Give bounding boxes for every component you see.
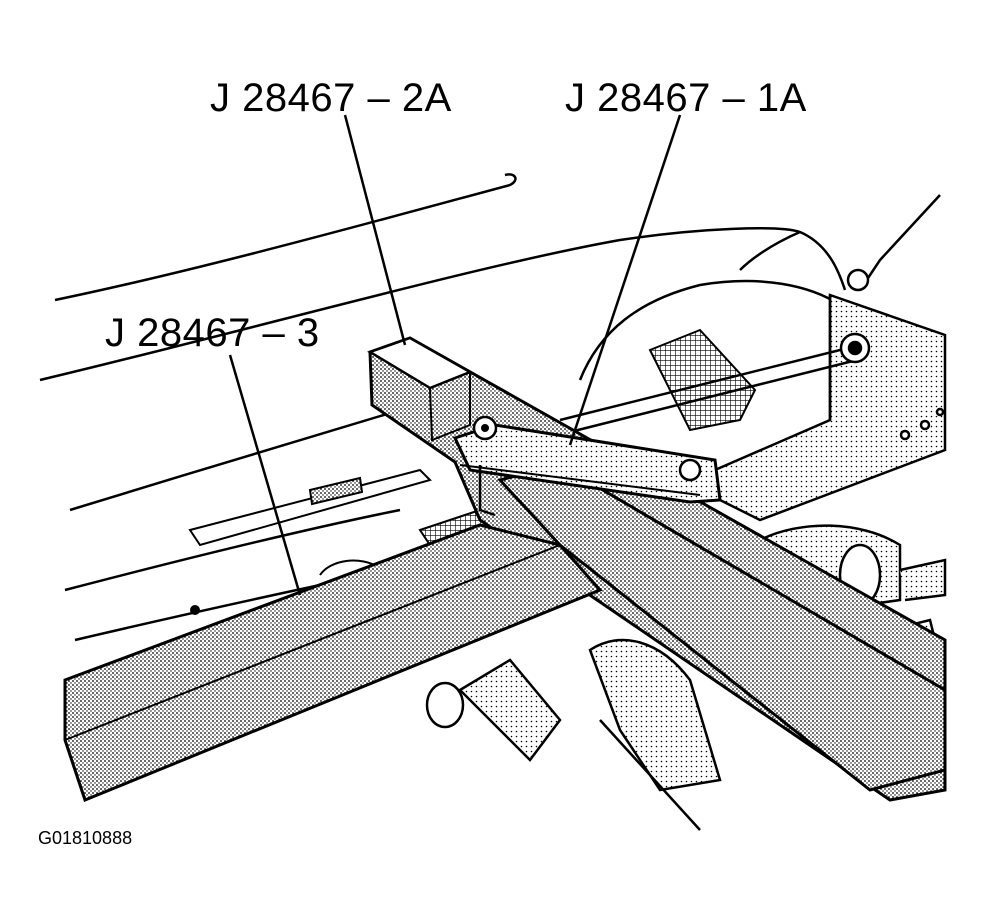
callout-j28467-3: J 28467 – 3 (105, 311, 320, 355)
callout-j28467-2a: J 28467 – 2A (210, 76, 452, 120)
mesh-screen-right (648, 328, 757, 432)
radiator-support (713, 293, 947, 522)
callout-j28467-1a: J 28467 – 1A (565, 76, 807, 120)
hood-prop-rod (559, 194, 941, 434)
figure-id: G01810888 (38, 828, 133, 848)
leader-lines (228, 114, 682, 596)
